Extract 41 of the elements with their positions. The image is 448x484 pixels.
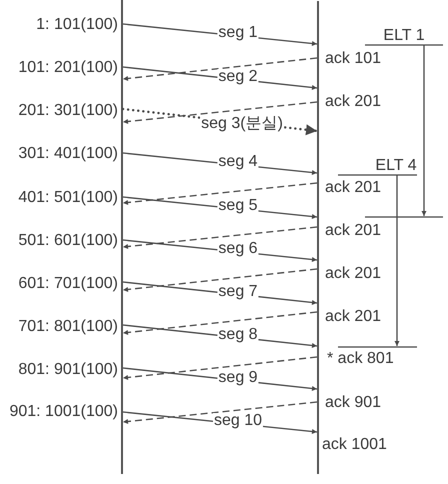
ack-label: ack 1001 xyxy=(322,437,387,453)
sequence-range-label: 101: 201(100) xyxy=(18,60,118,76)
ack-label: * ack 801 xyxy=(327,351,394,367)
edge-label: seg 5 xyxy=(217,198,259,214)
dashed-arrow xyxy=(122,268,318,292)
dashed-arrow xyxy=(122,101,318,124)
ack-label: ack 201 xyxy=(325,223,382,239)
lifeline xyxy=(121,0,123,474)
edge-label: seg 10 xyxy=(212,413,264,429)
edge-label: seg 7 xyxy=(217,284,259,300)
dashed-arrow xyxy=(122,226,318,249)
ack-label: ack 201 xyxy=(325,180,382,196)
interval-label: ELT 1 xyxy=(383,28,425,44)
dashed-arrow xyxy=(122,57,318,81)
sequence-range-label: 501: 601(100) xyxy=(18,233,118,249)
interval-label: ELT 4 xyxy=(375,158,417,174)
ack-label: ack 201 xyxy=(325,266,382,282)
lifeline xyxy=(317,1,319,474)
edge-label: seg 8 xyxy=(217,327,259,343)
dashed-arrow xyxy=(122,311,318,335)
sequence-range-label: 301: 401(100) xyxy=(18,146,118,162)
sequence-range-label: 801: 901(100) xyxy=(18,362,118,378)
ack-label: ack 101 xyxy=(325,51,382,67)
edge-label: seg 2 xyxy=(217,69,259,85)
dashed-arrow xyxy=(122,182,318,205)
ack-label: ack 201 xyxy=(325,309,382,325)
sequence-range-label: 1: 101(100) xyxy=(36,17,118,33)
edge-label: seg 1 xyxy=(217,25,259,41)
edge-label: seg 3(분실) xyxy=(200,116,284,132)
ack-label: ack 201 xyxy=(325,94,382,110)
sequence-range-label: 901: 1001(100) xyxy=(9,404,118,420)
dashed-arrow xyxy=(122,401,318,424)
edge-label: seg 6 xyxy=(217,241,259,257)
dashed-arrow xyxy=(122,356,318,380)
sequence-range-label: 201: 301(100) xyxy=(18,103,118,119)
ack-label: ack 901 xyxy=(325,395,382,411)
sequence-range-label: 701: 801(100) xyxy=(18,319,118,335)
edge-label: seg 4 xyxy=(217,154,259,170)
sequence-range-label: 401: 501(100) xyxy=(18,190,118,206)
sequence-range-label: 601: 701(100) xyxy=(18,276,118,292)
edge-label: seg 9 xyxy=(217,370,259,386)
